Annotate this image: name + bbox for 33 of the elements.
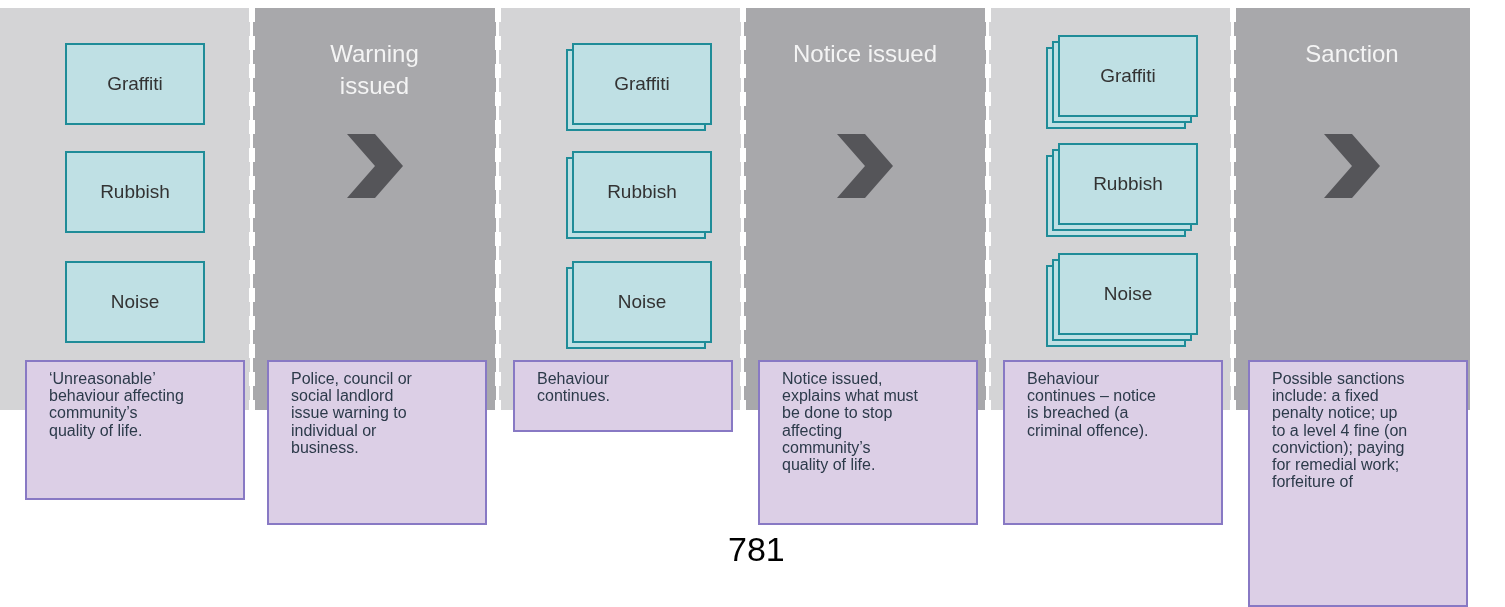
- stacked-cards: [1046, 35, 1198, 129]
- card-label: Rubbish: [1092, 173, 1164, 195]
- stacked-cards: [1046, 143, 1198, 237]
- card-label: Noise: [109, 291, 161, 313]
- stage-band: [0, 8, 250, 358]
- card-label: Noise: [616, 291, 668, 313]
- description-box: Possible sanctions include: a fixed penalty notice; up to a level 4 fine (on conviction); paying for remedial work; forfeiture of: [1248, 360, 1468, 607]
- card-label: Rubbish: [99, 181, 171, 203]
- card-label: Graffiti: [1099, 65, 1157, 87]
- category-card: [65, 151, 205, 233]
- card-label: Graffiti: [613, 73, 671, 95]
- stacked-cards: [566, 151, 712, 239]
- description-box: Notice issued, explains what must be done to stop affecting community’s quality of life.: [758, 360, 978, 525]
- card-label: Rubbish: [606, 181, 678, 203]
- stage-band: [744, 8, 986, 358]
- stacked-cards: [1046, 253, 1198, 347]
- stage-band: [1234, 8, 1470, 358]
- stacked-cards: [566, 43, 712, 131]
- description-box: Police, council or social landlord issue warning to individual or business.: [267, 360, 487, 525]
- stage-band: [253, 8, 496, 358]
- stacked-cards: [566, 261, 712, 349]
- stage-heading: Sanction: [1304, 39, 1400, 69]
- category-card: [65, 43, 205, 125]
- stage-heading: Notice issued: [791, 39, 939, 69]
- category-card: [65, 261, 205, 343]
- stage-band: [499, 8, 741, 358]
- card-label: Graffiti: [106, 73, 164, 95]
- description-box: Behaviour continues – notice is breached (a criminal offence).: [1003, 360, 1223, 525]
- description-box: Behaviour continues.: [513, 360, 733, 432]
- stage-heading: Warning issued: [329, 39, 420, 101]
- stage-band: [989, 8, 1231, 358]
- card-label: Noise: [1102, 283, 1154, 305]
- description-box: ‘Unreasonable’ behaviour affecting community’s quality of life.: [25, 360, 245, 500]
